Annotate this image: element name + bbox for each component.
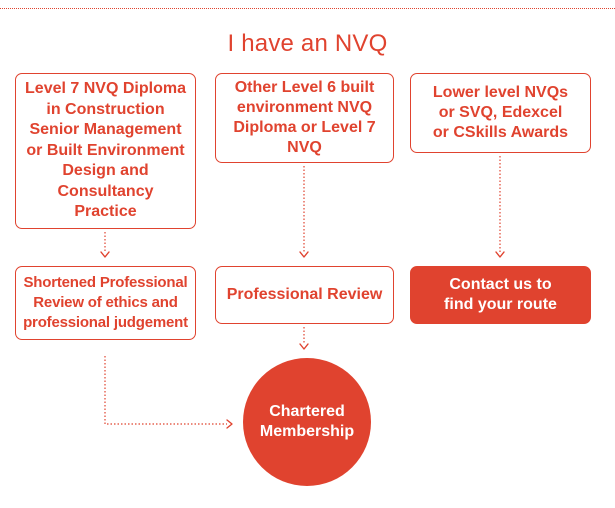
chartered-membership-label: Chartered Membership (259, 403, 355, 440)
chartered-membership-circle: Chartered Membership (243, 358, 371, 486)
page-title: I have an NVQ (227, 30, 388, 57)
arrowhead-col2-icon (299, 251, 309, 258)
level7-nvq-diploma-label: Level 7 NVQ Diploma in Construction Seni… (25, 80, 186, 221)
contact-us-label: Contact us to find your route (444, 276, 557, 313)
connector-line-shortened-route (104, 356, 227, 425)
top-dotted-divider (0, 8, 615, 9)
professional-review-box: Professional Review (215, 266, 394, 324)
arrowhead-col3-icon (495, 251, 505, 258)
professional-review-label: Professional Review (226, 286, 383, 303)
other-level6-nvq-label: Other Level 6 built environment NVQ Dipl… (233, 79, 376, 156)
shortened-professional-review-label: Shortened Professional Review of ethics … (23, 274, 188, 331)
lower-level-nvq-label: Lower level NVQs or SVQ, Edexcel or CSki… (432, 84, 569, 141)
other-level6-nvq-box: Other Level 6 built environment NVQ Dipl… (215, 73, 394, 163)
arrowhead-shortened-route-icon (226, 419, 233, 429)
arrowhead-col1-icon (100, 251, 110, 258)
shortened-professional-review-box: Shortened Professional Review of ethics … (15, 266, 196, 340)
level7-nvq-diploma-box: Level 7 NVQ Diploma in Construction Seni… (15, 73, 196, 229)
lower-level-nvq-box: Lower level NVQs or SVQ, Edexcel or CSki… (410, 73, 591, 153)
arrowhead-review-down-icon (299, 343, 309, 350)
contact-us-button[interactable]: Contact us to find your route (410, 266, 591, 324)
